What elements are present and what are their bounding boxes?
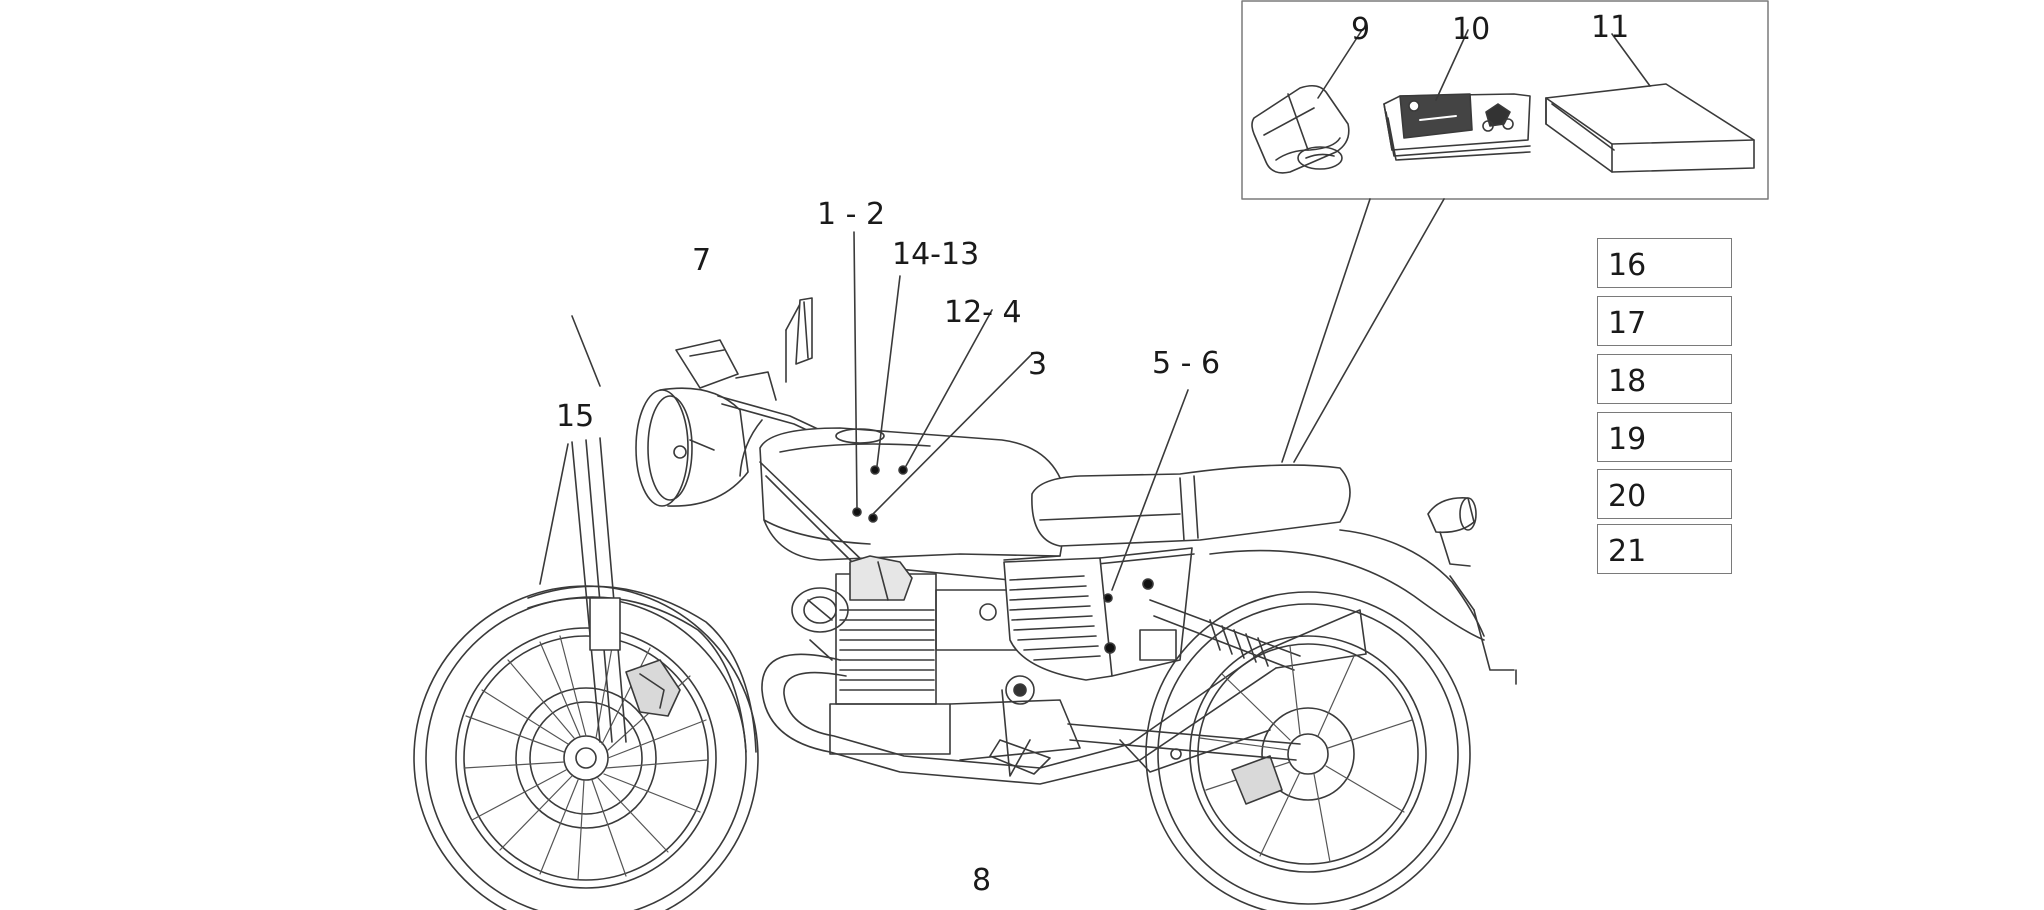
callout-11: 11 xyxy=(1591,10,1630,45)
side-panel xyxy=(1003,547,1193,681)
rear-wheel xyxy=(1145,591,1471,910)
accessory-inset-frame xyxy=(1241,0,1769,200)
seat xyxy=(1031,464,1351,547)
headlight xyxy=(635,387,749,507)
engine xyxy=(791,555,1081,761)
legend-box-16: 16 xyxy=(1597,238,1732,288)
rear-shock xyxy=(1139,599,1301,671)
callout-10: 10 xyxy=(1452,12,1491,47)
callout-3: 3 xyxy=(1028,347,1048,382)
exhaust-pipe xyxy=(761,609,1367,785)
owner-manual-part xyxy=(1383,93,1531,161)
tool-pouch-part xyxy=(1251,84,1350,174)
callout-7: 7 xyxy=(692,243,712,278)
callout-15: 15 xyxy=(556,399,595,434)
callout-5-6: 5 - 6 xyxy=(1152,346,1221,381)
rear-wheel-spokes xyxy=(1199,645,1413,863)
legend-box-20: 20 xyxy=(1597,469,1732,519)
legend-box-17: 17 xyxy=(1597,296,1732,346)
callout-9: 9 xyxy=(1351,12,1371,47)
callout-1-2: 1 - 2 xyxy=(817,197,886,232)
front-wheel xyxy=(413,585,759,910)
document-folder-part xyxy=(1545,83,1755,173)
callout-12-4: 12- 4 xyxy=(944,295,1022,330)
legend-label: 19 xyxy=(1608,422,1647,457)
callout-8: 8 xyxy=(972,863,992,898)
legend-box-19: 19 xyxy=(1597,412,1732,462)
legend-label: 21 xyxy=(1608,534,1647,569)
legend-box-21: 21 xyxy=(1597,524,1732,574)
fuel-tank xyxy=(759,427,1069,561)
legend-box-18: 18 xyxy=(1597,354,1732,404)
front-wheel-spokes xyxy=(463,635,709,881)
legend-label: 16 xyxy=(1608,248,1647,283)
legend-label: 18 xyxy=(1608,364,1647,399)
callout-14-13: 14-13 xyxy=(892,237,980,272)
legend-label: 20 xyxy=(1608,479,1647,514)
legend-label: 17 xyxy=(1608,306,1647,341)
